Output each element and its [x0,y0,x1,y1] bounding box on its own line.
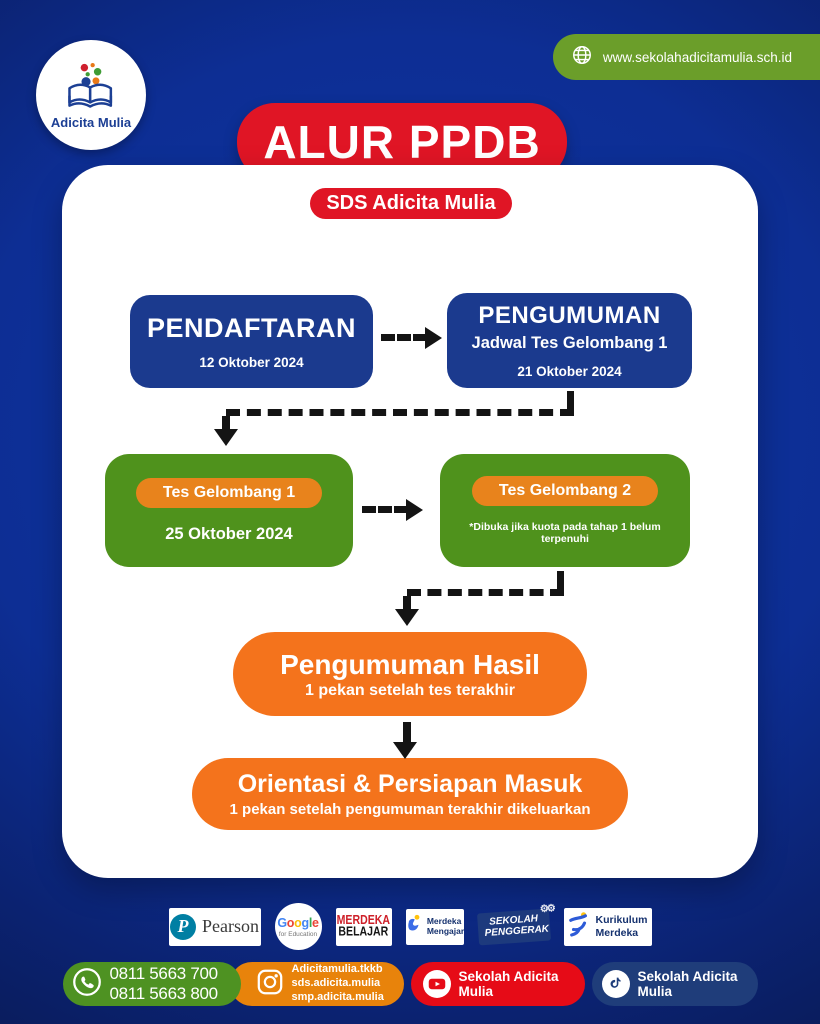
step-title: Pengumuman Hasil [280,648,540,680]
arrow-stem [403,722,411,743]
tiktok-icon [601,970,630,998]
pearson-icon: P [170,913,196,940]
arrowhead-down-icon [393,742,417,759]
step-note: *Dibuka jika kuota pada tahap 1 belum te… [469,521,661,545]
page-title: ALUR PPDB [263,116,541,168]
instagram-handle-2: sds.adicita.mulia [291,977,381,990]
sekolah-penggerak-line2: PENGGERAK [483,923,549,939]
google-tagline: for Education [278,930,318,938]
step-date: 12 Oktober 2024 [199,355,304,370]
youtube-channel-name: Sekolah Adicita Mulia [458,969,559,999]
step-title: PENDAFTARAN [147,313,356,343]
dashed-connector-line [567,391,574,412]
website-pill: www.sekolahadicitamulia.sch.id [552,34,820,80]
whatsapp-icon [72,967,102,1002]
school-name-pill: SDS Adicita Mulia [310,188,512,219]
flow-step-orientasi: Orientasi & Persiapan Masuk 1 pekan sete… [192,758,628,830]
open-book-icon [62,61,120,114]
step-date: 21 Oktober 2024 [517,364,622,379]
flow-step-tes-gelombang-1: Tes Gelombang 1 25 Oktober 2024 [105,454,353,567]
merdeka-belajar-line1: MERDEKA [336,912,391,928]
flow-step-pendaftaran: PENDAFTARAN 12 Oktober 2024 [130,295,373,388]
step-subtitle: 1 pekan setelah pengumuman terakhir dike… [229,801,591,818]
whatsapp-number-1: 0811 5663 700 [109,964,219,984]
whatsapp-number-2: 0811 5663 800 [109,984,219,1003]
school-logo-name: Adicita Mulia [50,114,132,130]
dashed-arrow-line [362,506,408,513]
dashed-connector-line [557,571,564,592]
merdeka-mengajar-icon [405,912,423,941]
pearson-wordmark: Pearson [202,916,259,936]
arrowhead-right-icon [425,327,442,349]
merdeka-belajar-logo: MERDEKA BELAJAR [335,907,392,946]
step-title: Orientasi & Persiapan Masuk [237,770,583,798]
merdeka-belajar-line2: BELAJAR [338,924,389,940]
dashed-connector-line [226,409,574,416]
dashed-connector-line [407,589,564,596]
step-subtitle: 1 pekan setelah tes terakhir [305,681,515,699]
step-date: 25 Oktober 2024 [165,524,293,543]
step-label-pill: Tes Gelombang 1 [135,477,323,508]
merdeka-mengajar-line2: Mengajar [426,925,465,936]
flow-step-pengumuman-hasil: Pengumuman Hasil 1 pekan setelah tes ter… [233,632,587,716]
google-wordmark: Google [277,915,319,930]
instagram-contact-pill: Adicitamulia.tkkb sds.adicita.mulia smp.… [229,962,404,1006]
flow-step-pengumuman: PENGUMUMAN Jadwal Tes Gelombang 1 21 Okt… [447,293,692,388]
kurikulum-merdeka-logo: Kurikulum Merdeka [563,907,652,946]
instagram-icon [256,968,284,1001]
tiktok-contact-pill: Sekolah Adicita Mulia [591,962,758,1006]
merdeka-mengajar-logo: Merdeka Mengajar [405,908,465,945]
step-label-pill: Tes Gelombang 2 [471,476,659,506]
google-for-education-logo: Google for Education [274,903,322,950]
arrow-stem [403,596,411,609]
flow-step-tes-gelombang-2: Tes Gelombang 2 *Dibuka jika kuota pada … [440,454,690,567]
kurikulum-merdeka-line1: Kurikulum [595,914,648,927]
arrowhead-down-icon [395,609,419,626]
dashed-arrow-line [381,334,427,341]
kurikulum-merdeka-icon [568,911,590,942]
arrowhead-right-icon [406,499,423,521]
step-title: PENGUMUMAN [478,302,661,329]
instagram-handle-1: Adicitamulia.tkkb [291,963,383,976]
tiktok-account-name: Sekolah Adicita Mulia [637,969,738,999]
arrowhead-down-icon [214,429,238,446]
school-logo: Adicita Mulia [36,40,146,150]
globe-icon [571,44,593,71]
whatsapp-contact-pill: 0811 5663 700 0811 5663 800 [62,962,241,1006]
website-url: www.sekolahadicitamulia.sch.id [602,49,792,65]
youtube-contact-pill: Sekolah Adicita Mulia [410,962,585,1006]
contact-bar: 0811 5663 700 0811 5663 800 Adicitamulia… [0,962,820,1006]
pearson-logo: P Pearson [168,907,261,946]
step-subtitle: Jadwal Tes Gelombang 1 [471,334,668,352]
youtube-icon [422,970,451,998]
partner-logos-row: P Pearson Google for Education MERDEKA B… [0,903,820,950]
sekolah-penggerak-logo: ⚙⚙ SEKOLAH PENGGERAK [476,903,554,945]
instagram-handle-3: smp.adicita.mulia [291,990,384,1003]
kurikulum-merdeka-line2: Merdeka [595,926,639,939]
gears-icon: ⚙⚙ [539,902,554,915]
merdeka-mengajar-line1: Merdeka [426,915,462,926]
arrow-stem [222,416,230,429]
